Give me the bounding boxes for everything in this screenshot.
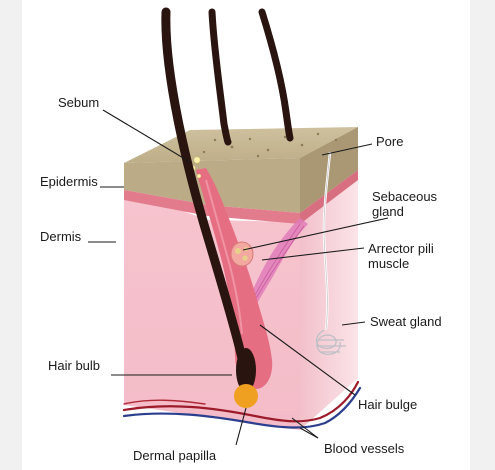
label-hair-bulge: Hair bulge <box>358 397 417 412</box>
label-epidermis: Epidermis <box>40 174 98 189</box>
dermis-front-face <box>124 190 300 430</box>
right-frame-strip <box>470 0 495 470</box>
label-sebaceous-line2: gland <box>372 204 404 219</box>
label-hair-bulb: Hair bulb <box>48 358 100 373</box>
label-sweat-gland: Sweat gland <box>370 314 442 329</box>
label-arrector-line1: Arrector pili <box>368 241 434 256</box>
label-dermis: Dermis <box>40 229 82 244</box>
left-frame-strip <box>0 0 22 470</box>
label-sebaceous-line1: Sebaceous <box>372 189 438 204</box>
dermal-papilla <box>234 384 258 408</box>
sebaceous-gland <box>231 242 253 266</box>
label-pore: Pore <box>376 134 403 149</box>
label-blood-vessels: Blood vessels <box>324 441 405 456</box>
label-sebum: Sebum <box>58 95 99 110</box>
label-dermal-papilla: Dermal papilla <box>133 448 217 463</box>
label-arrector-line2: muscle <box>368 256 409 271</box>
